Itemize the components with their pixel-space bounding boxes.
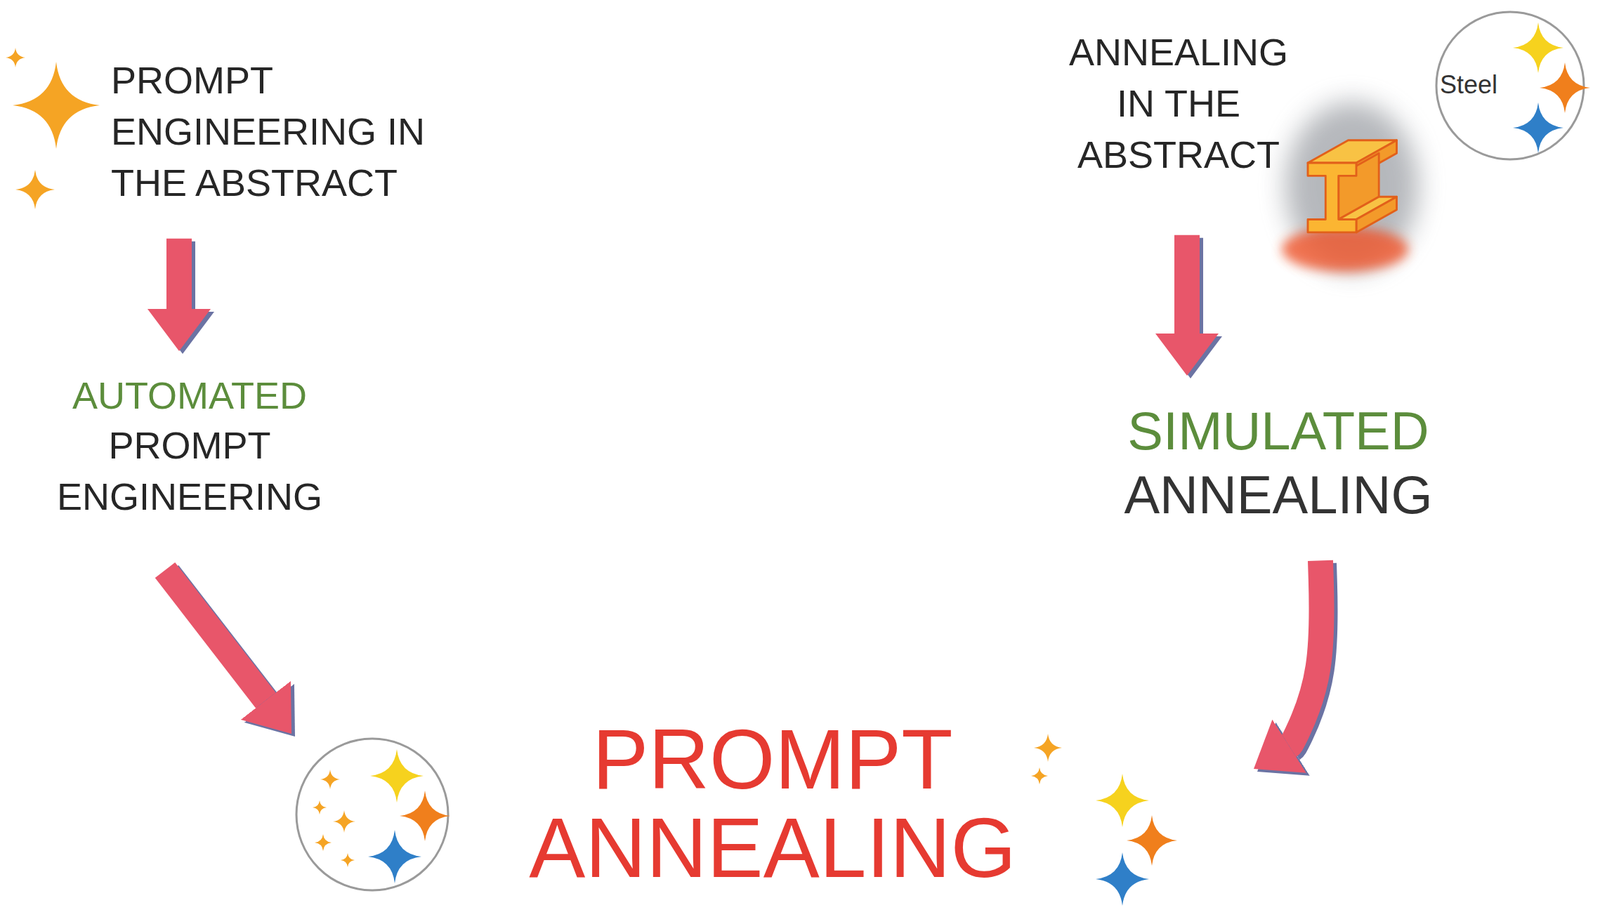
steel-logo	[1436, 11, 1591, 160]
node-text: ANNEALING	[1073, 462, 1484, 527]
node-text: AUTOMATED	[19, 370, 360, 421]
logo-star	[368, 830, 422, 884]
node-text: ANNEALING IN THE ABSTRACT	[1059, 26, 1298, 181]
node-text: SIMULATED	[1073, 398, 1484, 463]
arrow-connector	[165, 570, 266, 701]
steel-beam	[1281, 101, 1419, 272]
sparkle	[1031, 767, 1048, 785]
text-node: PROMPT ANNEALING	[302, 709, 1244, 898]
glow	[1281, 226, 1409, 272]
sparkles	[1031, 733, 1178, 907]
arrow-connector	[166, 238, 192, 310]
sparkle	[320, 769, 340, 790]
sparkle	[314, 834, 332, 852]
logo-star	[1095, 774, 1150, 828]
logo-star	[399, 790, 451, 842]
beam-face	[1356, 196, 1398, 233]
logo-text: Steel	[1439, 70, 1498, 100]
sparkle	[15, 169, 55, 210]
sparkle	[332, 810, 356, 834]
node-text: PROMPT ENGINEERING	[35, 420, 345, 523]
text-node: AUTOMATEDPROMPT ENGINEERING	[14, 365, 366, 529]
sparkle	[312, 800, 327, 815]
arrow-connector	[1174, 235, 1200, 334]
node-text: PROMPT ANNEALING	[484, 715, 1061, 893]
sparkles	[5, 47, 100, 210]
arrow-connector	[1289, 560, 1322, 746]
sparkle	[340, 853, 355, 868]
sparkle	[1033, 733, 1062, 763]
beam-front	[1307, 162, 1357, 233]
node-text: PROMPT ENGINEERING IN THE ABSTRACT	[110, 54, 451, 209]
text-node: PROMPT ENGINEERING IN THE ABSTRACT	[105, 49, 457, 215]
logo-star	[1095, 852, 1150, 907]
sparkle	[12, 61, 100, 149]
text-node: ANNEALING IN THE ABSTRACT	[1053, 21, 1304, 187]
sparkle-logo	[296, 738, 451, 891]
sparkle	[5, 47, 26, 68]
logo-star	[1126, 815, 1178, 867]
logo-star	[1512, 22, 1564, 74]
logo-star	[1539, 62, 1591, 114]
text-node: SIMULATEDANNEALING	[1067, 393, 1490, 533]
logo-star	[370, 749, 424, 803]
logo-star	[1512, 102, 1564, 154]
